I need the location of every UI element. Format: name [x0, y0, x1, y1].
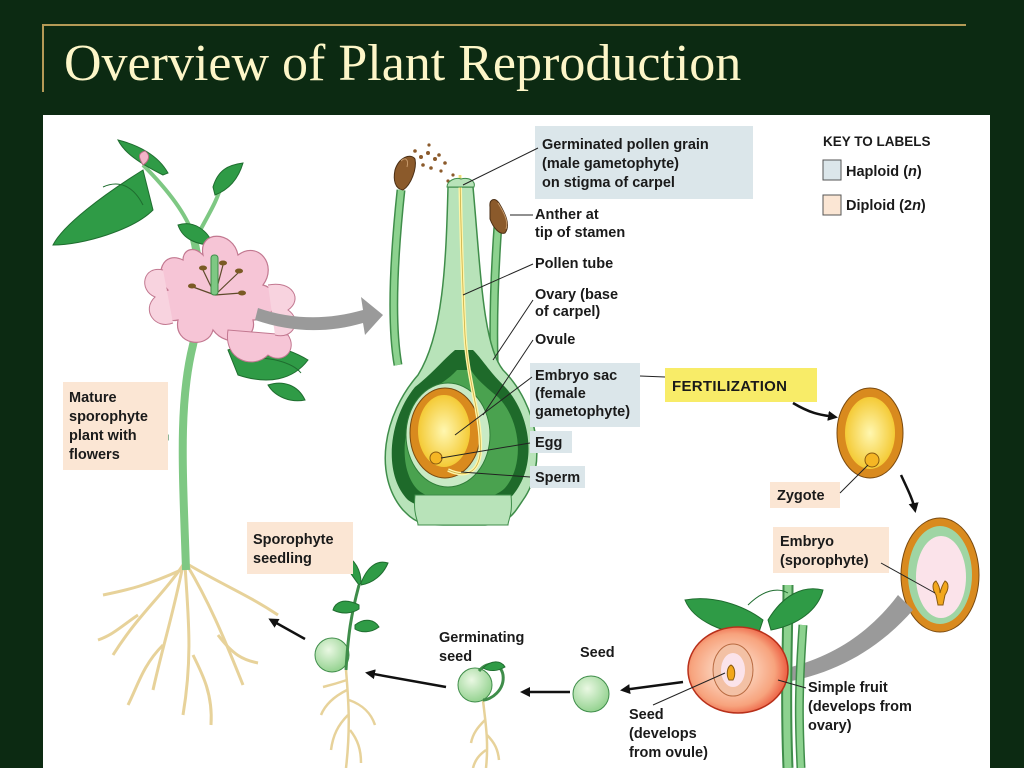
plant-reproduction-diagram: Germinated pollen grain (male gametophyt…: [52, 126, 980, 768]
pollen-grain-label: Germinated pollen grain (male gametophyt…: [462, 126, 753, 199]
haploid-key-label: Haploid (n): [846, 164, 922, 180]
mature-plant-illustration: [52, 139, 309, 726]
development-arrow-icon: [755, 595, 913, 695]
simple-fruit-illustration: [684, 584, 824, 768]
svg-text:FERTILIZATION: FERTILIZATION: [672, 378, 787, 395]
pollen-tube-label: Pollen tube: [462, 256, 613, 296]
svg-text:tip of stamen: tip of stamen: [535, 225, 625, 241]
germinating-seed-label: Germinating seed: [439, 630, 524, 665]
arrow-to-embryo-icon: [899, 474, 919, 513]
svg-text:seed: seed: [439, 649, 472, 665]
zygote-illustration: [836, 387, 904, 479]
svg-text:(develops from: (develops from: [808, 699, 912, 715]
arrow-to-seedling-icon: [365, 669, 447, 689]
arrow-to-seed-icon: [620, 680, 684, 695]
svg-text:Mature: Mature: [69, 390, 117, 406]
svg-text:flowers: flowers: [69, 447, 120, 463]
simple-fruit-label: Simple fruit (develops from ovary): [777, 679, 912, 734]
seed-develops-label: Seed (develops from ovule): [629, 672, 726, 761]
svg-text:Zygote: Zygote: [777, 488, 825, 504]
svg-text:Anther at: Anther at: [535, 207, 599, 223]
embryo-label: Embryo (sporophyte): [773, 527, 936, 594]
svg-text:sporophyte: sporophyte: [69, 409, 148, 425]
svg-text:plant with: plant with: [69, 428, 137, 444]
svg-text:seedling: seedling: [253, 551, 312, 567]
egg-label: Egg: [440, 431, 572, 459]
svg-text:(female: (female: [535, 386, 586, 402]
svg-text:Embryo: Embryo: [780, 534, 834, 550]
svg-text:ovary): ovary): [808, 718, 852, 734]
svg-text:Ovule: Ovule: [535, 332, 575, 348]
anther-label: Anther at tip of stamen: [510, 207, 625, 241]
svg-text:Seed: Seed: [580, 645, 615, 661]
key-to-labels: KEY TO LABELS Haploid (n) Diploid (2n): [822, 134, 931, 216]
svg-text:Egg: Egg: [535, 435, 562, 451]
arrow-to-zygote-icon: [792, 401, 838, 421]
mature-plant-label: Mature sporophyte plant with flowers: [63, 382, 168, 470]
diagram-panel: Germinated pollen grain (male gametophyt…: [43, 115, 990, 768]
svg-text:(develops: (develops: [629, 726, 697, 742]
svg-text:Ovary (base: Ovary (base: [535, 287, 618, 303]
sperm-label: Sperm: [460, 466, 585, 488]
svg-text:Germinating: Germinating: [439, 630, 524, 646]
fertilization-label: FERTILIZATION: [639, 368, 817, 402]
zygote-label: Zygote: [770, 464, 869, 508]
slide-title: Overview of Plant Reproduction: [64, 35, 742, 92]
diploid-swatch: [822, 194, 842, 216]
svg-text:(male gametophyte): (male gametophyte): [542, 156, 679, 172]
svg-text:of carpel): of carpel): [535, 304, 600, 320]
diploid-key-label: Diploid (2n): [846, 198, 926, 214]
svg-text:Germinated pollen grain: Germinated pollen grain: [542, 137, 709, 153]
svg-text:Sporophyte: Sporophyte: [253, 532, 334, 548]
seedling-label: Sporophyte seedling: [247, 522, 353, 574]
germinating-seed-illustration: [457, 661, 506, 768]
svg-text:gametophyte): gametophyte): [535, 404, 630, 420]
seed-label: Seed: [580, 645, 615, 661]
embryo-sac-label: Embryo sac (female gametophyte): [454, 363, 640, 436]
ovule-label: Ovule: [482, 332, 575, 416]
svg-text:from ovule): from ovule): [629, 745, 708, 761]
seedling-illustration: [314, 554, 389, 768]
svg-text:Embryo sac: Embryo sac: [535, 368, 617, 384]
haploid-swatch: [822, 159, 842, 181]
svg-text:Pollen tube: Pollen tube: [535, 256, 613, 272]
zoom-arrow-icon: [255, 297, 383, 335]
title-frame-top: [42, 24, 966, 26]
svg-text:Sperm: Sperm: [535, 470, 580, 486]
svg-text:Seed: Seed: [629, 707, 664, 723]
carpel-cross-section: [384, 143, 538, 526]
seed-illustration: [572, 675, 610, 713]
arrow-to-mature-icon: [268, 618, 306, 641]
title-frame-left: [42, 24, 44, 92]
svg-text:KEY TO LABELS: KEY TO LABELS: [823, 134, 931, 149]
svg-text:on stigma of carpel: on stigma of carpel: [542, 175, 675, 191]
ovary-label: Ovary (base of carpel): [492, 287, 618, 361]
embryo-illustration: [900, 517, 980, 633]
svg-text:Simple fruit: Simple fruit: [808, 680, 888, 696]
flower-icon: [144, 235, 296, 363]
svg-text:(sporophyte): (sporophyte): [780, 553, 869, 569]
